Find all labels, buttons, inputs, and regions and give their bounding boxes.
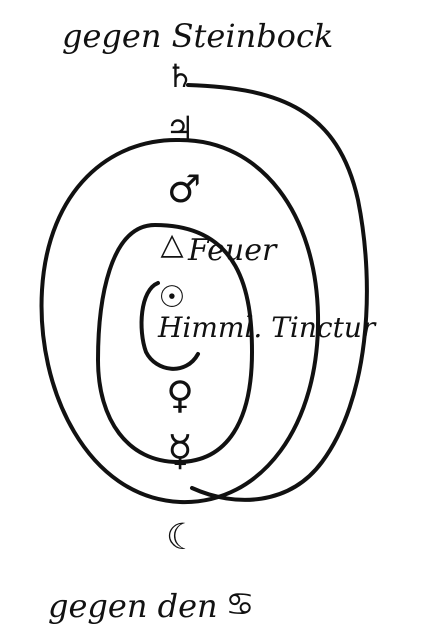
outer-ring [39, 137, 321, 505]
middle-ring [96, 223, 254, 464]
inner-ring [139, 281, 200, 371]
saturn-symbol: ♄ [165, 57, 195, 95]
moon-symbol: ☾ [165, 517, 199, 558]
venus-symbol: ♀ [166, 373, 194, 417]
bottom-label: gegen den [48, 587, 218, 625]
saturn-orbit [186, 83, 369, 502]
top-label: gegen Steinbock [62, 17, 334, 55]
mars-symbol: ♂ [166, 167, 202, 211]
fire-label: Feuer [188, 233, 277, 268]
mercury-symbol: ☿ [167, 426, 193, 475]
fire-symbol: △ [160, 227, 184, 262]
tincture-label: Himml. Tinctur [158, 311, 376, 344]
jupiter-symbol: ♃ [165, 109, 195, 147]
cancer-symbol: ♋ [225, 585, 255, 623]
sun-symbol: ☉ [158, 280, 186, 315]
